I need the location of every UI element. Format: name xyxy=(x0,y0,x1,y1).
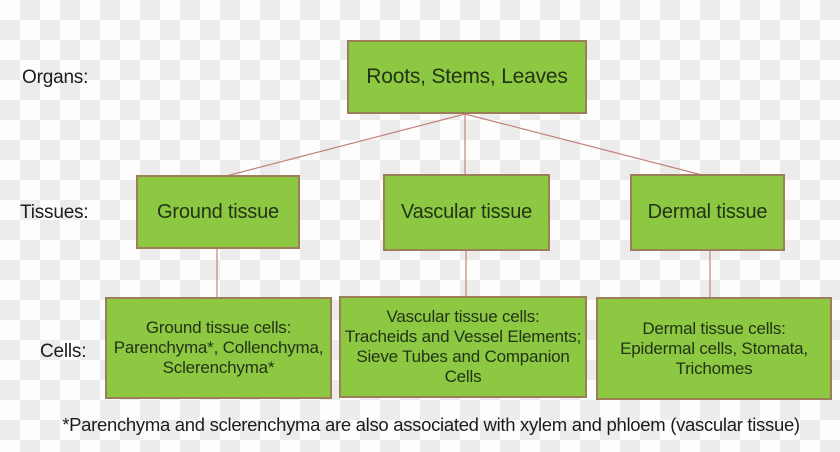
node-ground-tissue: Ground tissue xyxy=(136,175,300,249)
dermal-cells-line1: Dermal tissue cells: xyxy=(642,318,786,338)
row-label-organs: Organs: xyxy=(22,67,89,88)
node-vascular-tissue-cells: Vascular tissue cells: Tracheids and Ves… xyxy=(339,296,587,398)
row-label-cells: Cells: xyxy=(40,341,87,362)
node-organs: Roots, Stems, Leaves xyxy=(347,40,587,114)
dermal-cells-line3: Trichomes xyxy=(675,358,753,378)
vascular-cells-line2: Tracheids and Vessel Elements; xyxy=(344,327,582,346)
dermal-cells-line2: Epidermal cells, Stomata, xyxy=(620,338,808,358)
row-label-tissues: Tissues: xyxy=(20,202,89,223)
vascular-cells-line1: Vascular tissue cells: xyxy=(386,307,540,326)
node-ground-tissue-label: Ground tissue xyxy=(157,200,279,223)
node-dermal-tissue-cells: Dermal tissue cells: Epidermal cells, St… xyxy=(596,297,832,400)
node-organs-label: Roots, Stems, Leaves xyxy=(366,65,568,88)
footnote-text: *Parenchyma and sclerenchyma are also as… xyxy=(62,414,800,435)
ground-cells-line2: Parenchyma*, Collenchyma, xyxy=(113,338,324,357)
node-dermal-tissue: Dermal tissue xyxy=(630,174,785,251)
connector-organ-to-ground xyxy=(221,113,466,178)
node-vascular-tissue: Vascular tissue xyxy=(383,174,550,251)
node-vascular-tissue-label: Vascular tissue xyxy=(400,201,533,223)
ground-cells-line1: Ground tissue cells: xyxy=(145,318,292,337)
node-ground-tissue-cells: Ground tissue cells: Parenchyma*, Collen… xyxy=(105,297,332,399)
vascular-cells-line3: Sieve Tubes and Companion Cells xyxy=(356,347,570,386)
connector-organ-to-dermal xyxy=(464,113,707,177)
ground-cells-line3: Sclerenchyma* xyxy=(162,358,275,377)
node-dermal-tissue-label: Dermal tissue xyxy=(647,201,768,223)
